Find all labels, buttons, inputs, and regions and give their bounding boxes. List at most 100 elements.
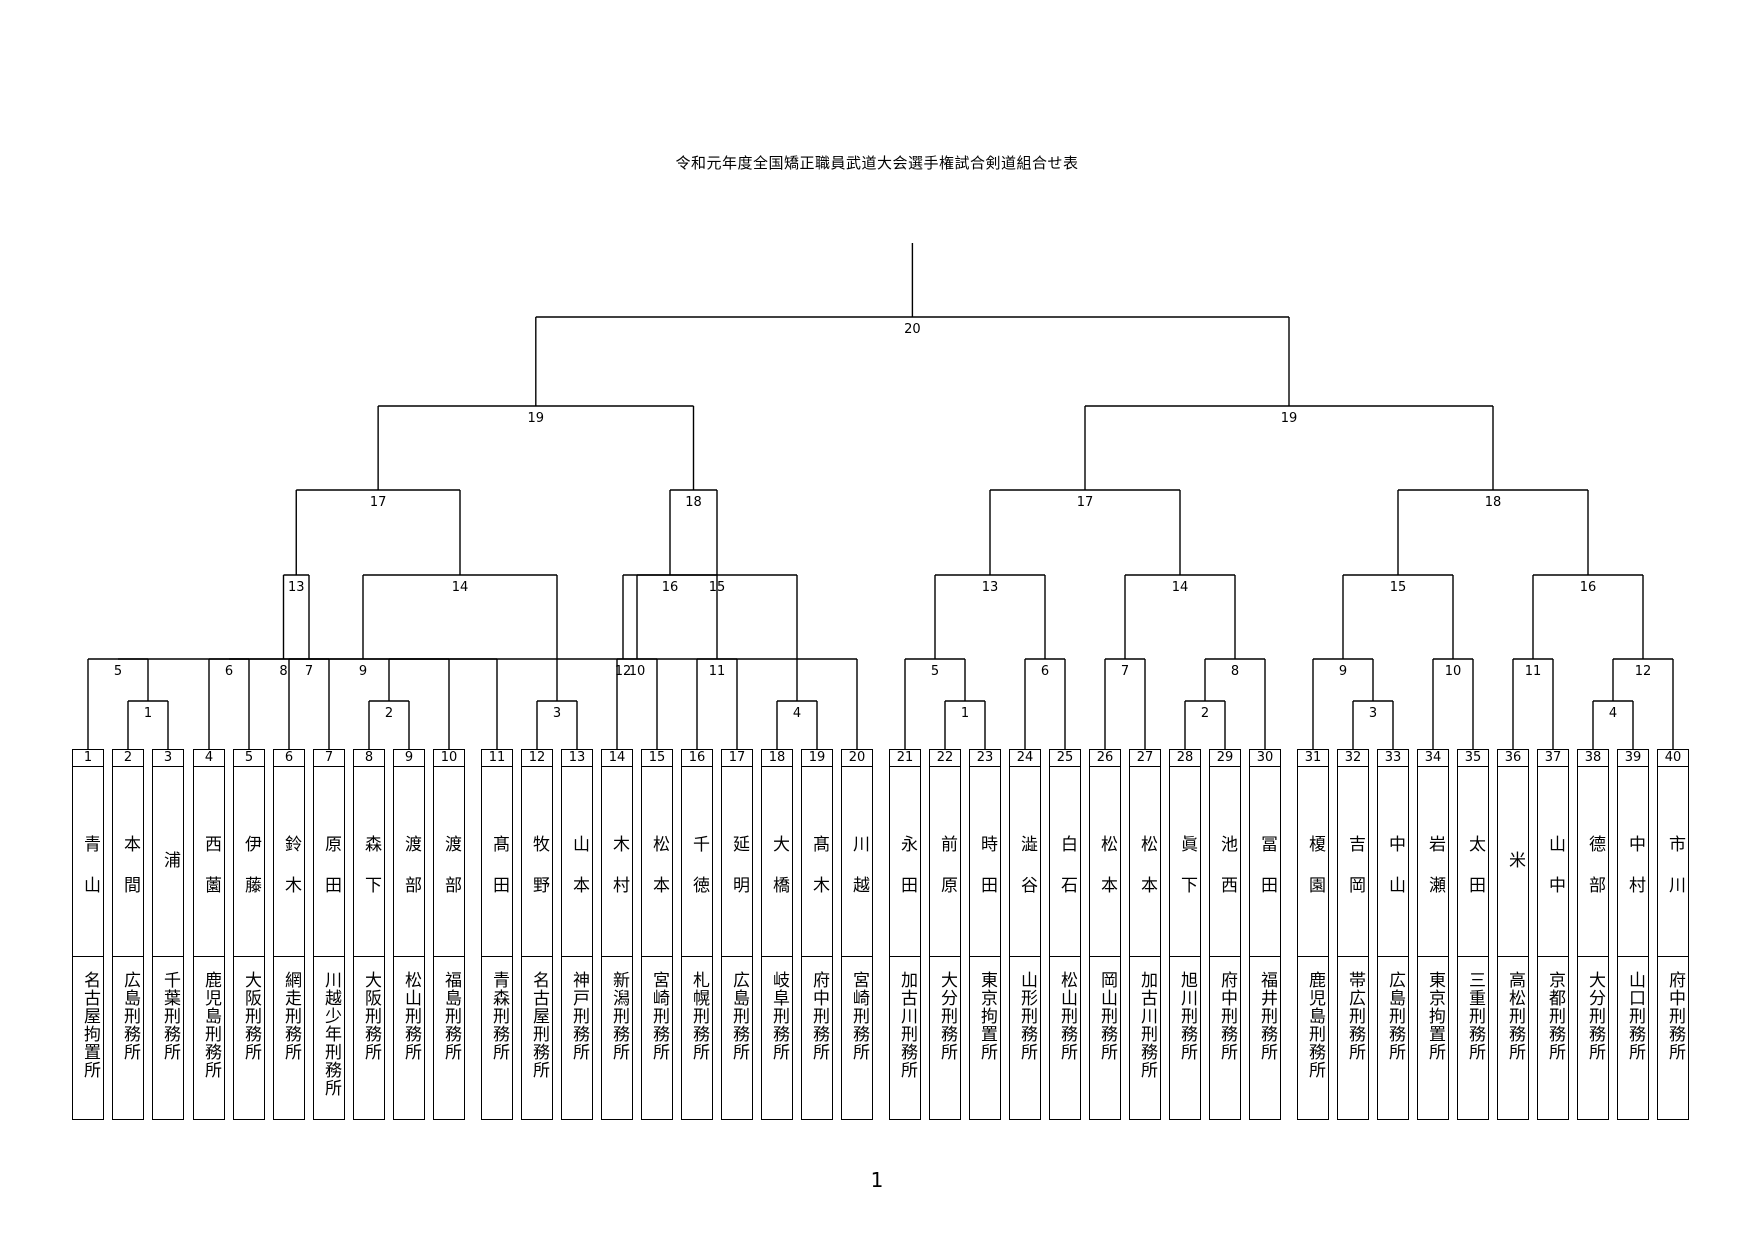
seed-number: 25: [1049, 749, 1081, 767]
seed-number: 16: [681, 749, 713, 767]
institution-name: 広島刑務所: [1385, 971, 1405, 1061]
competitor-name-box: 太田: [1457, 767, 1489, 957]
institution-box: 山口刑務所: [1617, 957, 1649, 1120]
competitor-name: 山本: [569, 835, 589, 917]
competitor-name-box: 中村: [1617, 767, 1649, 957]
competitor-name-box: 千徳: [681, 767, 713, 957]
institution-name: 京都刑務所: [1545, 971, 1565, 1061]
institution-box: 加古川刑務所: [1129, 957, 1161, 1120]
institution-box: 広島刑務所: [721, 957, 753, 1120]
match-number: 16: [1579, 580, 1597, 595]
competitor-name-box: 山中: [1537, 767, 1569, 957]
competitor-name: 髙木: [809, 835, 829, 917]
competitor-name-box: 岩瀬: [1417, 767, 1449, 957]
seed-number: 3: [152, 749, 184, 767]
competitor-name-box: 木村: [601, 767, 633, 957]
institution-box: 神戸刑務所: [561, 957, 593, 1120]
match-number: 20: [904, 322, 921, 337]
institution-box: 大阪刑務所: [233, 957, 265, 1120]
institution-box: 千葉刑務所: [152, 957, 184, 1120]
seed-number: 19: [801, 749, 833, 767]
seed-number: 35: [1457, 749, 1489, 767]
institution-box: 大阪刑務所: [353, 957, 385, 1120]
competitor-name-box: 髙木: [801, 767, 833, 957]
institution-name: 大阪刑務所: [361, 971, 381, 1061]
institution-name: 福井刑務所: [1257, 971, 1277, 1061]
competitor-name-box: 髙田: [481, 767, 513, 957]
seed-number: 40: [1657, 749, 1689, 767]
match-number: 14: [1171, 580, 1189, 595]
institution-box: 帯広刑務所: [1337, 957, 1369, 1120]
competitor-name-box: 白石: [1049, 767, 1081, 957]
institution-box: 青森刑務所: [481, 957, 513, 1120]
institution-box: 山形刑務所: [1009, 957, 1041, 1120]
seed-number: 6: [273, 749, 305, 767]
institution-name: 府中刑務所: [809, 971, 829, 1061]
match-number: 10: [628, 664, 646, 679]
page-title: 令和元年度全国矯正職員武道大会選手権試合剣道組合せ表: [675, 154, 1079, 172]
match-number: 15: [708, 580, 726, 595]
competitor-name: 千徳: [689, 835, 709, 917]
competitor-name: 延明: [729, 835, 749, 917]
match-number: 2: [384, 706, 394, 721]
competitor-name-box: 前原: [929, 767, 961, 957]
institution-box: 旭川刑務所: [1169, 957, 1201, 1120]
competitor-name-box: 本間: [112, 767, 144, 957]
competitor-name: 伊藤: [241, 835, 261, 917]
institution-box: 府中刑務所: [1209, 957, 1241, 1120]
seed-number: 4: [193, 749, 225, 767]
competitor-name-box: 池西: [1209, 767, 1241, 957]
institution-box: 岐阜刑務所: [761, 957, 793, 1120]
match-number: 6: [224, 664, 234, 679]
institution-name: 松山刑務所: [1057, 971, 1077, 1061]
match-number: 9: [1338, 664, 1348, 679]
competitor-name: 白石: [1057, 835, 1077, 917]
institution-box: 名古屋刑務所: [521, 957, 553, 1120]
competitor-name-box: 德部: [1577, 767, 1609, 957]
match-number: 8: [1230, 664, 1240, 679]
match-number: 11: [1524, 664, 1542, 679]
institution-name: 新潟刑務所: [609, 971, 629, 1061]
competitor-name-box: 西薗: [193, 767, 225, 957]
institution-box: 福島刑務所: [433, 957, 465, 1120]
match-number: 16: [661, 580, 679, 595]
competitor-name: 松本: [649, 835, 669, 917]
competitor-name-box: 市川: [1657, 767, 1689, 957]
institution-box: 東京拘置所: [1417, 957, 1449, 1120]
competitor-name: 本間: [120, 835, 140, 917]
match-number: 18: [1484, 495, 1502, 510]
competitor-name: 澁谷: [1017, 835, 1037, 917]
competitor-name: 前原: [937, 835, 957, 917]
institution-name: 岡山刑務所: [1097, 971, 1117, 1061]
seed-number: 33: [1377, 749, 1409, 767]
institution-box: 名古屋拘置所: [72, 957, 104, 1120]
seed-number: 30: [1249, 749, 1281, 767]
institution-box: 鹿児島刑務所: [193, 957, 225, 1120]
institution-box: 東京拘置所: [969, 957, 1001, 1120]
institution-box: 京都刑務所: [1537, 957, 1569, 1120]
institution-box: 福井刑務所: [1249, 957, 1281, 1120]
match-number: 14: [451, 580, 469, 595]
seed-number: 24: [1009, 749, 1041, 767]
match-number: 12: [614, 664, 632, 679]
institution-box: 加古川刑務所: [889, 957, 921, 1120]
institution-box: 松山刑務所: [393, 957, 425, 1120]
match-number: 17: [369, 495, 387, 510]
institution-box: 宮崎刑務所: [841, 957, 873, 1120]
competitor-name: 木村: [609, 835, 629, 917]
competitor-name: 青山: [80, 835, 100, 917]
competitor-name: 渡部: [401, 835, 421, 917]
seed-number: 12: [521, 749, 553, 767]
institution-box: 岡山刑務所: [1089, 957, 1121, 1120]
match-number: 9: [358, 664, 368, 679]
institution-name: 府中刑務所: [1217, 971, 1237, 1061]
institution-name: 大阪刑務所: [241, 971, 261, 1061]
seed-number: 17: [721, 749, 753, 767]
seed-number: 1: [72, 749, 104, 767]
institution-name: 宮崎刑務所: [649, 971, 669, 1061]
match-number: 5: [930, 664, 940, 679]
seed-number: 32: [1337, 749, 1369, 767]
competitor-name: 中山: [1385, 835, 1405, 917]
competitor-name: 浦: [160, 851, 180, 868]
institution-name: 広島刑務所: [729, 971, 749, 1061]
